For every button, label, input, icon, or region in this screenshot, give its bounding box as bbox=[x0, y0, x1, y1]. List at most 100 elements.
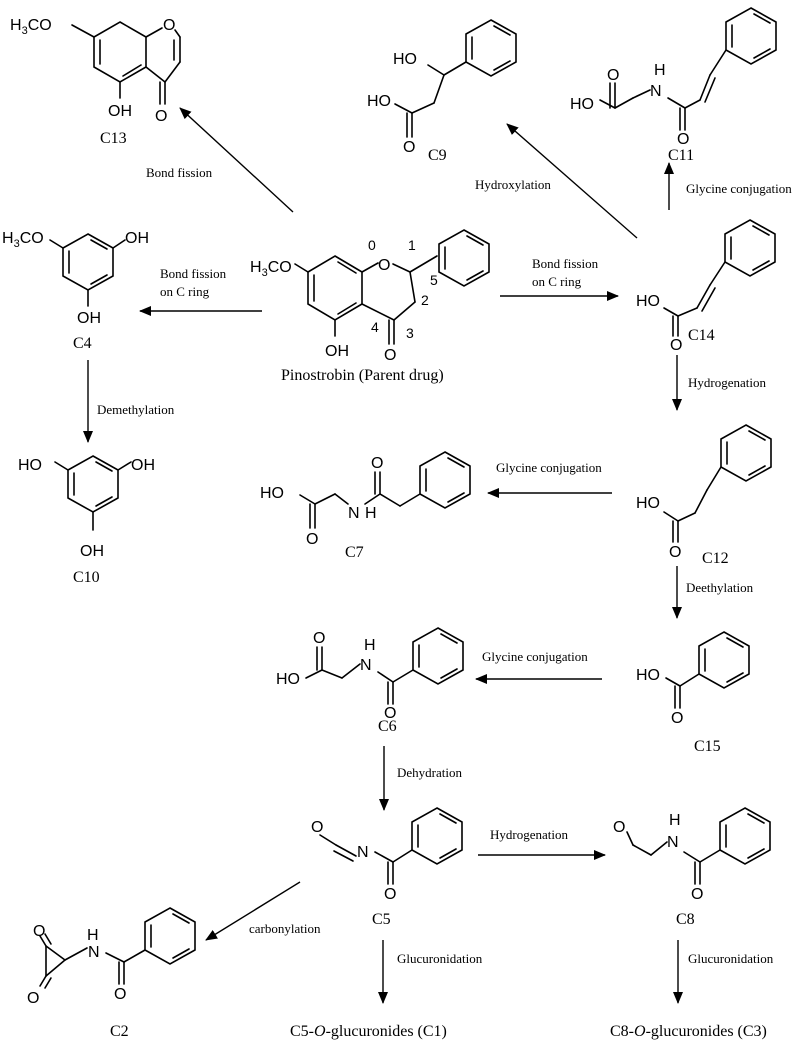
c5-label: C5 bbox=[372, 911, 391, 928]
c7-label: C7 bbox=[345, 544, 364, 561]
ring-number-0: 0 bbox=[368, 237, 376, 253]
ring-number-5: 5 bbox=[430, 272, 438, 288]
c6-ho-label: HO bbox=[276, 671, 300, 688]
c8-nitrogen: N bbox=[667, 834, 679, 851]
structure-c7: O N H HO O C7 bbox=[260, 451, 471, 561]
c13-oh-label: OH bbox=[108, 103, 132, 120]
c11-amide-oxygen: O bbox=[677, 131, 689, 148]
label-glucuronidation-c3: Glucuronidation bbox=[688, 951, 774, 966]
c14-ho-label: HO bbox=[636, 293, 660, 310]
c4-oh-bottom: OH bbox=[77, 310, 101, 327]
c4-label: C4 bbox=[73, 335, 92, 352]
label-dehydration: Dehydration bbox=[397, 765, 462, 780]
c5-amide-oxygen: O bbox=[384, 886, 396, 903]
c13-h3co-label: H3CO bbox=[10, 17, 52, 37]
ring-number-4: 4 bbox=[371, 319, 379, 335]
c2-label: C2 bbox=[110, 1023, 129, 1040]
c9-ho-acid: HO bbox=[367, 93, 391, 110]
label-carbonylation: carbonylation bbox=[249, 921, 321, 936]
c10-oh-bottom: OH bbox=[80, 543, 104, 560]
label-glycine-conj-c11: Glycine conjugation bbox=[686, 181, 792, 196]
label-glycine-conj-c6: Glycine conjugation bbox=[482, 649, 588, 664]
c8-aldehyde-oxygen: O bbox=[613, 819, 625, 836]
structure-c14: HO O C14 bbox=[636, 219, 776, 354]
ring-number-2: 2 bbox=[421, 292, 429, 308]
label-deethylation: Deethylation bbox=[686, 580, 754, 595]
structure-c4: H3CO OH OH C4 bbox=[2, 230, 149, 352]
arrow-to-c9 bbox=[506, 123, 638, 239]
ring-number-3: 3 bbox=[406, 325, 414, 341]
c14-label: C14 bbox=[688, 327, 715, 344]
c12-ho-label: HO bbox=[636, 495, 660, 512]
c12-label: C12 bbox=[702, 550, 729, 567]
structure-c5: N O O C5 bbox=[311, 807, 463, 928]
c6-amide-oxygen: O bbox=[384, 705, 396, 722]
label-demethylation: Demethylation bbox=[97, 402, 175, 417]
c13-label: C13 bbox=[100, 130, 127, 147]
c15-carbonyl-oxygen: O bbox=[671, 710, 683, 727]
c8-amide-oxygen: O bbox=[691, 886, 703, 903]
c15-ho-label: HO bbox=[636, 667, 660, 684]
c7-amide-oxygen: O bbox=[371, 455, 383, 472]
pinostrobin-h3co-label: H3CO bbox=[250, 259, 292, 279]
c11-acid-oxygen: O bbox=[607, 67, 619, 84]
structure-c2: H N O O O C2 bbox=[27, 907, 196, 1040]
c2-amide-oxygen: O bbox=[114, 986, 126, 1003]
c13-carbonyl-oxygen: O bbox=[155, 108, 167, 125]
structure-c9: HO HO O C9 bbox=[367, 19, 517, 164]
c13-ring-oxygen: O bbox=[163, 17, 175, 34]
structure-c11: H N O HO O C11 bbox=[570, 7, 777, 164]
structure-c8: H N O O C8 bbox=[613, 807, 771, 928]
c4-h3co-label: H3CO bbox=[2, 230, 44, 250]
c9-carbonyl-oxygen: O bbox=[403, 139, 415, 156]
c6-nh-h: H bbox=[364, 637, 376, 654]
label-hydrogenation-c8: Hydrogenation bbox=[490, 827, 568, 842]
c6-acid-oxygen: O bbox=[313, 630, 325, 647]
structure-c15: HO O C15 bbox=[636, 631, 750, 755]
c11-ho-label: HO bbox=[570, 96, 594, 113]
label-bond-fission-left-2: on C ring bbox=[160, 284, 210, 299]
c8-label: C8 bbox=[676, 911, 695, 928]
structure-c10: HO OH OH C10 bbox=[18, 455, 155, 586]
label-bond-fission: Bond fission bbox=[146, 165, 213, 180]
c15-label: C15 bbox=[694, 738, 721, 755]
c5-nitrogen: N bbox=[357, 844, 369, 861]
ring-number-1: 1 bbox=[408, 237, 416, 253]
c2-oxygen-bottom: O bbox=[27, 990, 39, 1007]
c8-nh-h: H bbox=[669, 812, 681, 829]
c11-label: C11 bbox=[668, 147, 694, 164]
c10-ho-left: HO bbox=[18, 457, 42, 474]
c4-oh-top: OH bbox=[125, 230, 149, 247]
label-glucuronidation-c1: Glucuronidation bbox=[397, 951, 483, 966]
c12-carbonyl-oxygen: O bbox=[669, 544, 681, 561]
c7-nitrogen: N bbox=[348, 505, 360, 522]
c11-nh-h: H bbox=[654, 62, 666, 79]
c7-nh-h: H bbox=[365, 505, 377, 522]
pinostrobin-carbonyl-oxygen: O bbox=[384, 347, 396, 364]
c2-nitrogen: N bbox=[88, 944, 100, 961]
c11-nitrogen: N bbox=[650, 83, 662, 100]
arrow-to-c2 bbox=[205, 881, 301, 941]
c14-carbonyl-oxygen: O bbox=[670, 337, 682, 354]
c1-label: C5-O-glucuronides (C1) bbox=[290, 1023, 447, 1040]
arrow-to-c13 bbox=[179, 107, 294, 213]
structure-c13: H3CO O O OH C13 bbox=[10, 17, 181, 147]
structure-c12: HO O C12 bbox=[636, 424, 772, 567]
pinostrobin-label: Pinostrobin (Parent drug) bbox=[281, 367, 444, 384]
label-bond-fission-right-2: on C ring bbox=[532, 274, 582, 289]
c6-label: C6 bbox=[378, 718, 397, 735]
label-hydroxylation: Hydroxylation bbox=[475, 177, 551, 192]
label-bond-fission-left-1: Bond fission bbox=[160, 266, 227, 281]
c10-label: C10 bbox=[73, 569, 100, 586]
c9-label: C9 bbox=[428, 147, 447, 164]
pinostrobin-oh-label: OH bbox=[325, 343, 349, 360]
c7-ho-label: HO bbox=[260, 485, 284, 502]
c9-ho-top: HO bbox=[393, 51, 417, 68]
c7-acid-oxygen: O bbox=[306, 531, 318, 548]
structure-pinostrobin: H3CO O O OH 0 1 2 3 4 5 Pinostrobin (Par… bbox=[250, 229, 490, 384]
c6-nitrogen: N bbox=[360, 657, 372, 674]
structure-c6: H N O HO O C6 bbox=[276, 627, 464, 735]
c5-aldehyde-oxygen: O bbox=[311, 819, 323, 836]
